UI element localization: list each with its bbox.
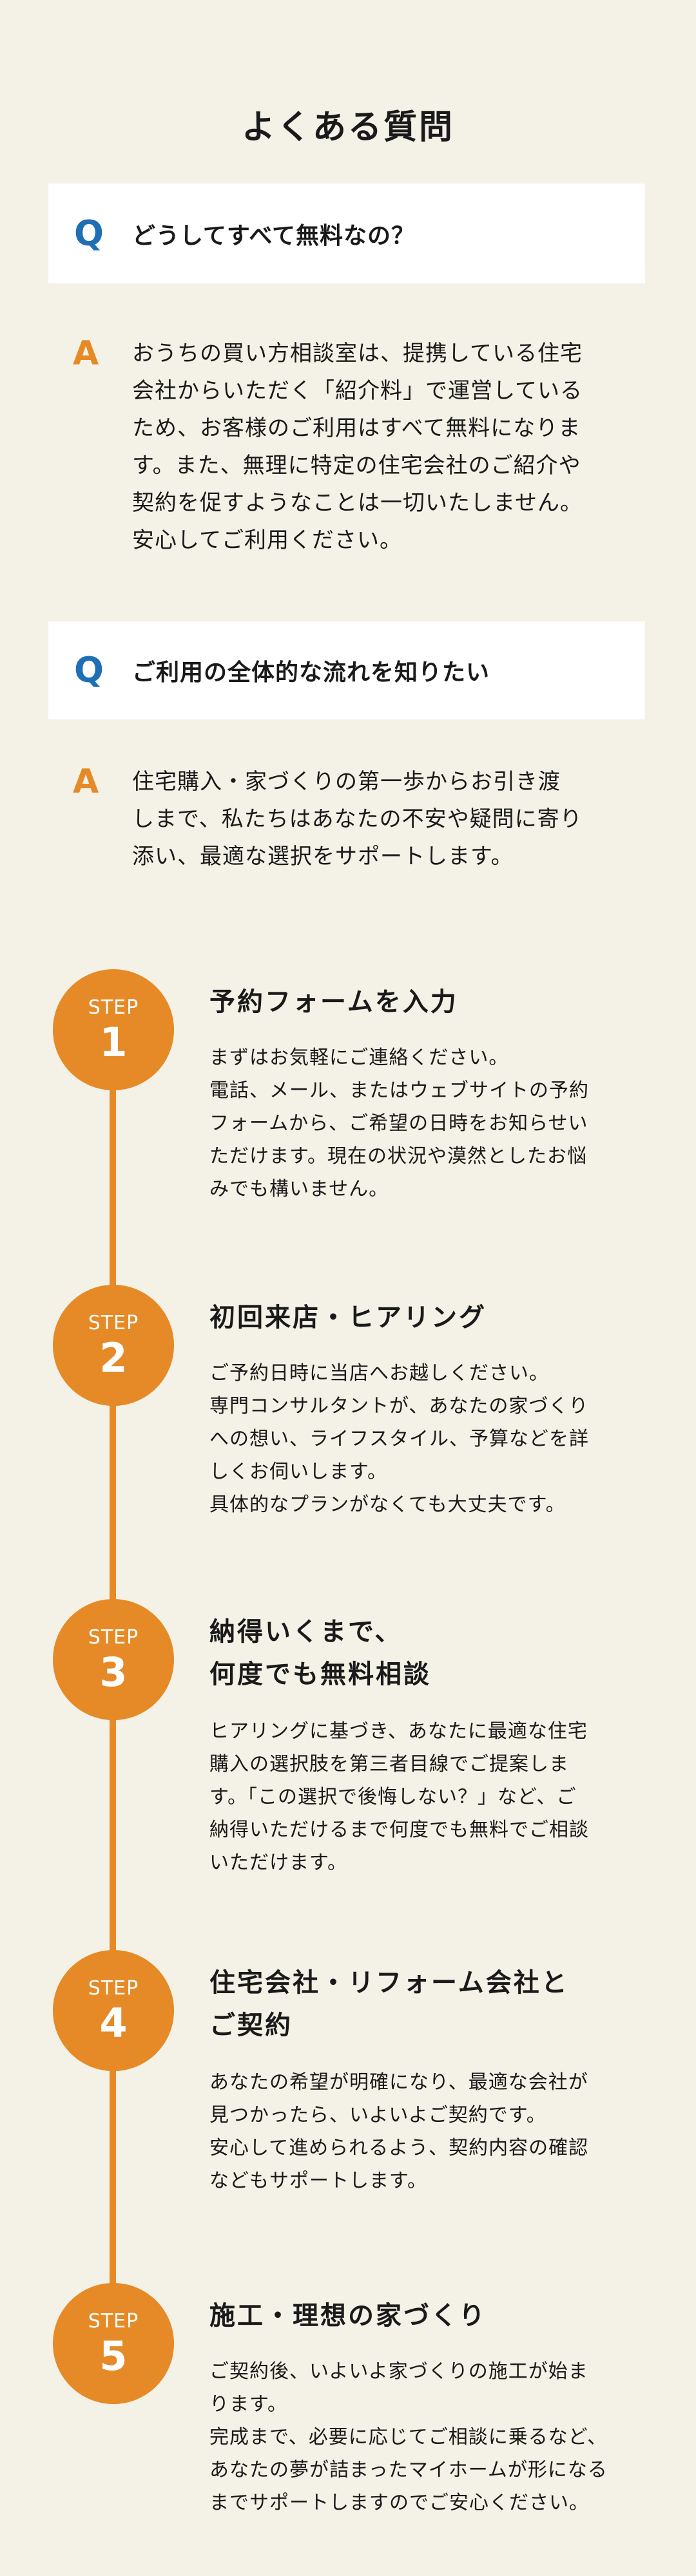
step-badge-label: STEP [88,1626,139,1649]
faq-answer-text: 住宅購入・家づくりの第一歩からお引き渡 しまで、私たちはあなたの不安や疑問に寄り… [132,769,583,869]
answer-mark-label: A [73,334,99,373]
step-title: 施工・理想の家づくり [209,2301,487,2331]
question-mark-label: Q [74,650,104,690]
step-title: 予約フォームを入力 [209,987,458,1017]
step-badge: STEP 2 [53,1285,174,1406]
step-badge-number: 4 [99,2000,128,2047]
faq-question-text: どうしてすべて無料なの？ [132,222,415,249]
faq-question-box: Q ご利用の全体的な流れを知りたい [48,621,645,719]
step-badge: STEP 1 [53,969,174,1090]
step-badge-label: STEP [88,1977,139,2000]
step-badge-number: 5 [99,2333,128,2380]
faq-question-text: ご利用の全体的な流れを知りたい [132,659,490,686]
step-badge-number: 3 [99,1649,128,1696]
step-description: まずはお気軽にご連絡ください。 電話、メール、またはウェブサイトの予約 フォーム… [209,1046,589,1200]
step-badge-label: STEP [88,1312,139,1334]
step-description: ヒアリングに基づき、あなたに最適な住宅 購入の選択肢を第三者目線でご提案しま す… [209,1720,589,1874]
step-title: 初回来店・ヒアリング [209,1303,487,1332]
faq-answer-text: おうちの買い方相談室は、提携している住宅 会社からいただく「紹介料」で運営してい… [132,341,583,553]
step-badge: STEP 3 [53,1599,174,1720]
answer-mark-label: A [73,762,99,801]
step-badge-number: 1 [99,1019,128,1066]
step-badge-number: 2 [99,1334,128,1381]
step-description: ご予約日時に当店へお越しください。 専門コンサルタントが、あなたの家づくり への… [209,1362,589,1516]
step-title: 納得いくまで、 何度でも無料相談 [209,1617,431,1689]
question-mark-label: Q [74,213,104,254]
step-badge: STEP 5 [53,2283,174,2404]
faq-question-box: Q どうしてすべて無料なの？ [48,184,645,283]
step-description: あなたの希望が明確になり、最適な会社が 見つかったら、いよいよご契約です。 安心… [209,2071,589,2192]
step-description: ご契約後、いよいよ家づくりの施工が始ま ります。 完成まで、必要に応じてご相談に… [209,2360,608,2514]
page-title: よくある質問 [241,108,454,147]
step-badge-label: STEP [88,996,139,1019]
step-badge-label: STEP [88,2310,139,2333]
step-title: 住宅会社・リフォーム会社と ご契約 [209,1968,569,2040]
step-badge: STEP 4 [53,1950,174,2071]
